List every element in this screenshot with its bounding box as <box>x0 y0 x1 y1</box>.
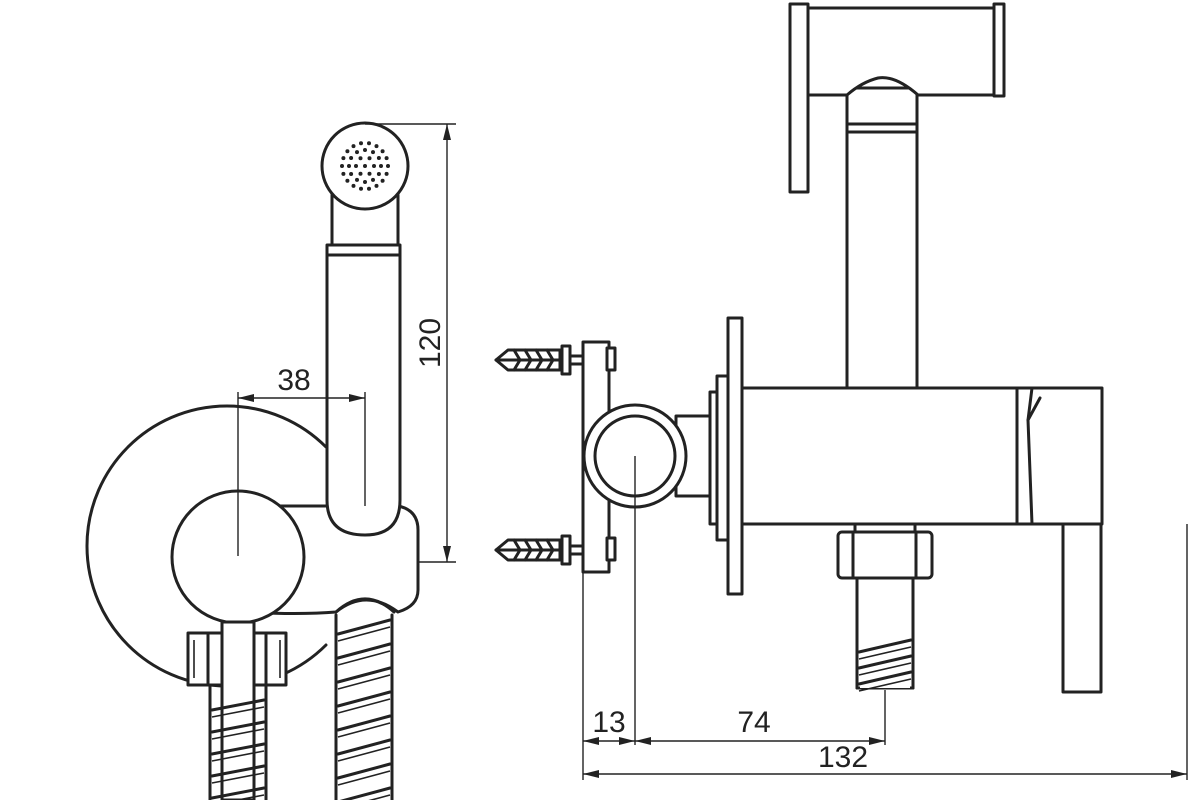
hose-coil-ridge <box>211 750 265 762</box>
hose-coil-ridge <box>210 720 266 734</box>
side-valve-body <box>740 386 1034 526</box>
hose-coil-ridge <box>210 742 266 756</box>
hose-coil-ridge <box>336 642 392 660</box>
hose-coil-ridge <box>210 786 266 800</box>
nozzle-hole <box>363 148 367 152</box>
hose-coil-ridge <box>337 674 391 690</box>
hose-coil-ridge <box>858 662 912 676</box>
side-lever <box>1026 386 1104 526</box>
hose-coil-ridge <box>857 670 913 686</box>
side-lever-grip <box>1061 522 1103 694</box>
nozzle-holes <box>340 141 390 191</box>
dim-132: 132 <box>583 741 1187 778</box>
nozzle-hole <box>349 172 354 176</box>
hose-coil-ridge <box>337 626 391 642</box>
hose-coil-ridge <box>857 638 913 654</box>
hose-coil-ridge <box>336 618 392 636</box>
hose-coil-ridge <box>337 722 391 738</box>
nozzle-hole <box>367 141 371 146</box>
hose-coil-ridge <box>211 772 265 784</box>
nozzle-hole <box>359 186 363 191</box>
side-hose <box>855 576 915 692</box>
nozzle-hole <box>355 150 359 155</box>
hose-coil-ridge <box>210 698 266 712</box>
side-view: 13 74 132 <box>494 2 1188 780</box>
hose-coil-ridge <box>336 762 392 780</box>
dim-38-label: 38 <box>277 364 310 397</box>
nozzle-hole <box>367 186 371 191</box>
hose-coil-ridge <box>337 746 391 762</box>
nozzle-hole <box>372 164 376 168</box>
front-hose-right <box>334 610 394 800</box>
nozzle-hole <box>341 171 346 176</box>
nozzle-hole <box>359 141 363 146</box>
nozzle-hole <box>371 150 375 155</box>
nozzle-hole <box>345 149 350 154</box>
hose-coil-ridge <box>233 794 265 800</box>
nozzle-hole <box>351 144 356 149</box>
hose-coil-ridge <box>336 714 392 732</box>
front-holder-cap <box>334 597 396 614</box>
nozzle-hole <box>367 171 372 176</box>
nozzle-hole <box>380 149 385 154</box>
nozzle-hole <box>358 156 363 161</box>
nozzle-hole <box>384 171 389 176</box>
hose-coil-ridge <box>858 646 912 660</box>
hose-coil-ridge <box>857 654 913 670</box>
nozzle-hole <box>341 156 346 161</box>
nozzle-hole <box>379 164 383 168</box>
hose-coil-ridge <box>368 794 391 800</box>
side-hose-nut <box>836 522 934 580</box>
side-handset-head <box>788 2 1006 194</box>
nozzle-hole <box>345 178 350 183</box>
nozzle-hole <box>347 164 351 168</box>
hose-coil-ridge <box>337 770 391 786</box>
nozzle-hole <box>384 156 389 161</box>
nozzle-hole <box>386 164 390 168</box>
dim-13: 13 <box>583 706 635 745</box>
nozzle-hole <box>367 156 372 161</box>
nozzle-hole <box>340 164 344 168</box>
nozzle-hole <box>363 164 367 168</box>
front-handle-shank <box>325 245 402 537</box>
nozzle-hole <box>374 144 379 149</box>
nozzle-hole <box>349 156 354 160</box>
nozzle-hole <box>376 172 381 176</box>
nozzle-hole <box>354 164 358 168</box>
nozzle-hole <box>358 171 363 176</box>
dim-74: 74 <box>635 706 885 745</box>
hose-coil-ridge <box>336 738 392 756</box>
hose-coil-ridge <box>336 666 392 684</box>
nozzle-hole <box>363 180 367 184</box>
front-inlet-pipe <box>208 620 268 800</box>
dim-132-label: 132 <box>818 741 868 774</box>
nozzle-hole <box>374 183 379 188</box>
dim-13-label: 13 <box>592 706 625 739</box>
front-view: 38 120 <box>85 121 456 800</box>
side-handset-stem <box>845 86 919 390</box>
hose-coil-ridge <box>210 764 266 778</box>
dim-120: 120 <box>365 123 456 563</box>
nozzle-hole <box>371 177 375 182</box>
hose-coil-ridge <box>336 690 392 708</box>
nozzle-hole <box>351 183 356 188</box>
hose-coil-ridge <box>211 728 265 740</box>
nozzle-hole <box>380 178 385 183</box>
dim-74-label: 74 <box>737 706 770 739</box>
dim-38: 38 <box>238 364 365 402</box>
nozzle-hole <box>376 156 381 160</box>
nozzle-hole <box>355 177 359 182</box>
hose-coil-ridge <box>211 706 265 718</box>
wall-anchor-bottom <box>494 534 585 566</box>
hose-coil-ridge <box>858 678 912 692</box>
hose-coil-ridge <box>337 698 391 714</box>
side-handset-holder <box>788 2 810 194</box>
dim-120-label: 120 <box>414 318 447 368</box>
hose-coil-ridge <box>337 650 391 666</box>
wall-anchor-top <box>494 344 585 376</box>
side-flange-outer <box>726 316 744 596</box>
